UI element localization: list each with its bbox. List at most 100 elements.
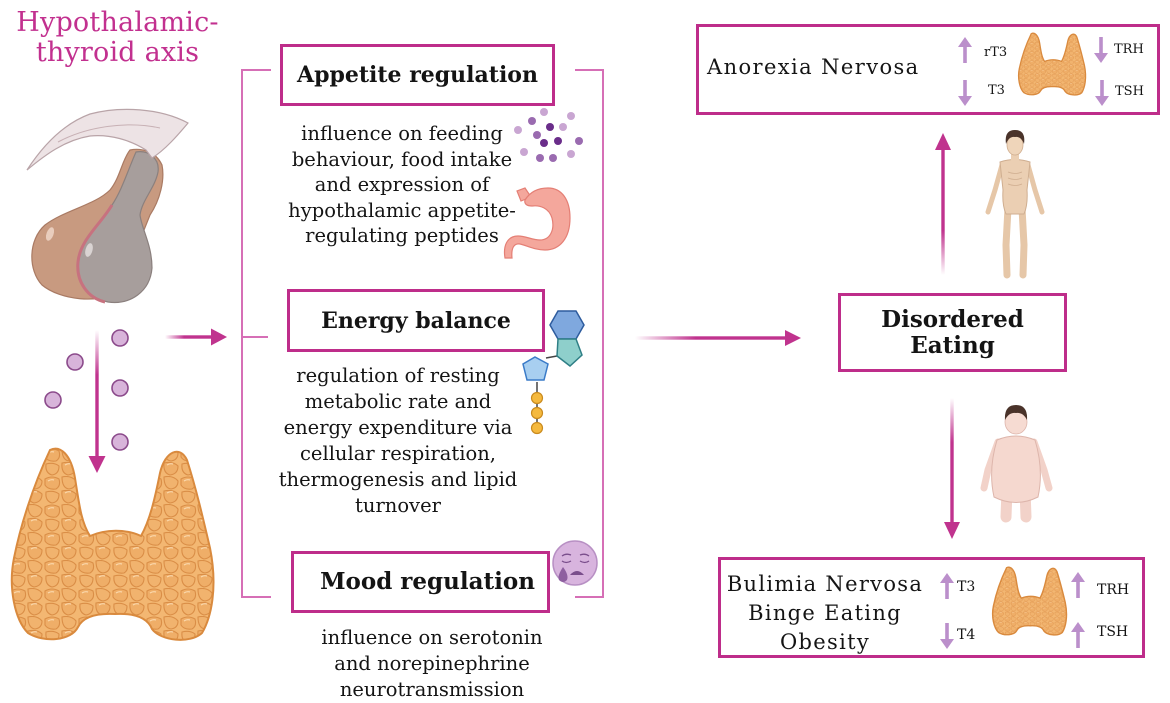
to-bulimia-arrow	[944, 398, 960, 539]
right-bracket	[575, 69, 604, 598]
functions-to-disordered-eating-arrow	[635, 330, 801, 346]
pituitary-to-thyroid-arrow	[88, 330, 106, 473]
arrow-shaft	[635, 336, 787, 340]
description-line: metabolic rate and	[304, 390, 492, 413]
right-eye	[579, 553, 590, 564]
hormone-label-rt3: rT3	[984, 45, 1008, 60]
legs	[1002, 204, 1028, 279]
energy-balance-description: regulation of resting metabolic rate and…	[278, 363, 518, 519]
mood-regulation-heading: Mood regulation	[320, 568, 535, 595]
hair	[1004, 405, 1028, 420]
description-line: cellular respiration,	[300, 442, 496, 465]
pituitary-diaphragm	[26, 108, 189, 171]
disordered-eating-line-1: Disordered	[881, 305, 1024, 333]
title-line-1: Hypothalamic-	[16, 7, 219, 38]
tear	[558, 567, 568, 582]
hormone-particle	[66, 353, 84, 371]
arms	[985, 162, 1045, 215]
hormone-label-t3: T3	[988, 83, 1005, 98]
molecule-bond	[545, 355, 558, 359]
description-line: regulation of resting	[296, 364, 500, 387]
description-line: energy expenditure via	[283, 416, 513, 439]
trh-change-arrow-icon	[1094, 37, 1108, 63]
condition-line-obesity: Obesity	[780, 630, 870, 654]
tsh-change-arrow-icon	[1095, 80, 1109, 106]
figure-title: Hypothalamic- thyroid axis	[5, 8, 230, 68]
sad-face-icon	[552, 540, 598, 586]
phosphate-bead	[530, 421, 544, 435]
rt3-change-arrow-icon	[958, 37, 972, 63]
energy-balance-heading: Energy balance	[321, 307, 511, 334]
thyroid-gland-icon	[10, 447, 215, 641]
left-eye	[561, 553, 572, 564]
arrow-head	[935, 133, 951, 150]
arrow-head	[785, 330, 801, 346]
description-line: neurotransmission	[339, 678, 525, 701]
peptide-dot	[549, 154, 557, 162]
description-line: and norepinephrine	[334, 652, 530, 675]
t3-change-arrow-icon	[958, 80, 972, 106]
bulimia-binge-obesity-box	[718, 557, 1145, 658]
description-line: influence on feeding	[301, 122, 503, 145]
to-anorexia-arrow	[935, 133, 951, 275]
trh-change-arrow-icon	[1071, 572, 1085, 598]
anorexia-nervosa-label: Anorexia Nervosa	[707, 54, 920, 79]
arrow-head	[211, 328, 227, 346]
t3-change-arrow-icon	[940, 573, 954, 599]
peptide-dot	[540, 108, 548, 116]
thin-person-icon	[985, 130, 1045, 279]
arrow-shaft	[95, 330, 99, 458]
disordered-eating-box: Disordered Eating	[838, 293, 1067, 372]
arrow-head	[944, 522, 960, 539]
obese-person-icon	[980, 405, 1053, 523]
peptide-dot	[528, 117, 536, 125]
appetite-regulation-heading: Appetite regulation	[297, 62, 538, 88]
arrow-shaft	[941, 148, 945, 275]
tsh-change-arrow-icon	[1071, 622, 1085, 648]
molecule-icon	[522, 310, 585, 435]
peptide-dot	[514, 126, 522, 134]
pituitary-highlight	[85, 243, 93, 257]
mood-regulation-box: Mood regulation	[291, 551, 550, 613]
ribs	[1007, 171, 1023, 186]
hormone-particle	[111, 433, 129, 451]
arrow-head	[88, 456, 106, 473]
stomach-body	[503, 187, 571, 259]
anorexia-nervosa-box: Anorexia Nervosa	[696, 24, 1160, 115]
description-line: turnover	[355, 494, 441, 517]
hormone-particle	[111, 379, 129, 397]
phosphate-bead	[530, 391, 544, 405]
peptide-dot	[567, 112, 575, 120]
peptide-dot	[520, 148, 528, 156]
description-line: hypothalamic appetite-	[288, 198, 516, 222]
description-line: regulating peptides	[305, 224, 499, 247]
arrow-shaft	[950, 398, 954, 524]
hexagon-ring	[549, 310, 585, 340]
peptide-dot	[559, 123, 567, 131]
pituitary-gland-icon	[26, 108, 189, 304]
hormone-particle	[44, 391, 62, 409]
peptide-dot	[554, 137, 562, 145]
axis-to-functions-arrow	[165, 328, 227, 346]
hormone-label-tsh: TSH	[1097, 624, 1129, 640]
stomach-icon	[503, 187, 571, 259]
condition-line-binge-eating: Binge Eating	[748, 601, 902, 625]
title-line-2: thyroid axis	[35, 37, 200, 68]
torso	[999, 159, 1031, 215]
peptide-dot	[536, 154, 544, 162]
peptide-dot	[533, 131, 541, 139]
pentagon-ring-light	[522, 356, 549, 381]
mouth	[570, 571, 584, 575]
mood-regulation-description: influence on serotonin and norepinephrin…	[312, 625, 552, 703]
description-line: behaviour, food intake	[291, 147, 513, 171]
pituitary-highlight	[45, 227, 55, 241]
description-line: thermogenesis and lipid	[278, 468, 518, 491]
hormone-label-tsh: TSH	[1115, 84, 1144, 99]
phosphate-bead	[530, 406, 544, 420]
peptide-dot	[575, 137, 583, 145]
hormone-particles-icon	[44, 329, 129, 451]
appetite-regulation-description: influence on feeding behaviour, food int…	[282, 121, 522, 249]
disordered-eating-line-2: Eating	[910, 331, 995, 359]
